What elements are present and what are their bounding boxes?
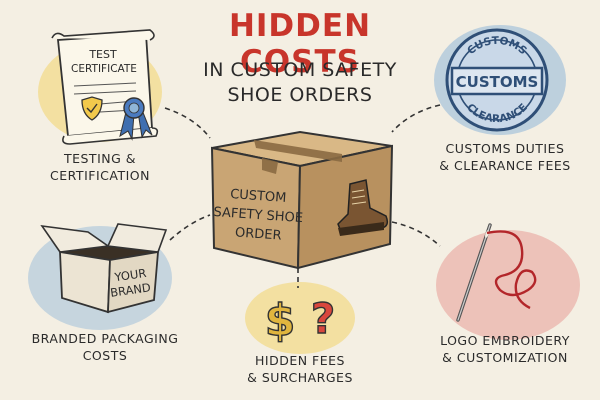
safety-boot-icon [337,179,389,236]
shield-icon [81,96,103,121]
testing-label: TESTING & CERTIFICATION [50,151,150,183]
page-title: HIDDEN COSTS [228,8,372,80]
customs-label: CUSTOMS DUTIES & CLEARANCE FEES [439,141,571,173]
customs-stamp-icon: CUSTOMS CLEARANCE CUSTOMS [445,28,549,132]
packaging-box-line1: YOUR [113,266,147,284]
packaging-label: BRANDED PACKAGING COSTS [31,331,179,363]
cert-line2: CERTIFICATE [71,63,137,75]
fees-yellow-wash [245,282,355,354]
ribbon-seal-icon [119,97,153,141]
embroidery-red-wash [436,230,580,340]
connector-packaging [169,214,211,241]
shipping-box-icon: CUSTOM SAFETY SHOE ORDER [210,130,394,270]
certificate-icon: TEST CERTIFICATE [51,29,159,145]
page-subtitle: IN CUSTOM SAFETY SHOE ORDERS [203,59,397,106]
connector-customs [391,104,441,133]
dollar-question-icon: $ ? [264,293,336,346]
stamp-center-text: CUSTOMS [456,73,539,91]
connector-testing [164,107,211,139]
question-mark: ? [311,294,335,343]
box-line1: CUSTOM [230,187,287,206]
packaging-box-line2: BRAND [109,280,151,300]
dollar-sign: $ [265,295,296,346]
open-packaging-box-icon: YOUR BRAND [40,223,168,314]
fees-label: HIDDEN FEES & SURCHARGES [247,353,353,385]
needle-thread-icon [456,223,537,322]
tape-strip [254,140,342,162]
cert-line1: TEST [88,48,117,61]
embroidery-label: LOGO EMBROIDERY & CUSTOMIZATION [440,333,570,365]
connector-embroidery [391,221,441,247]
box-line2: SAFETY SHOE [213,205,303,226]
box-line3: ORDER [235,225,282,243]
